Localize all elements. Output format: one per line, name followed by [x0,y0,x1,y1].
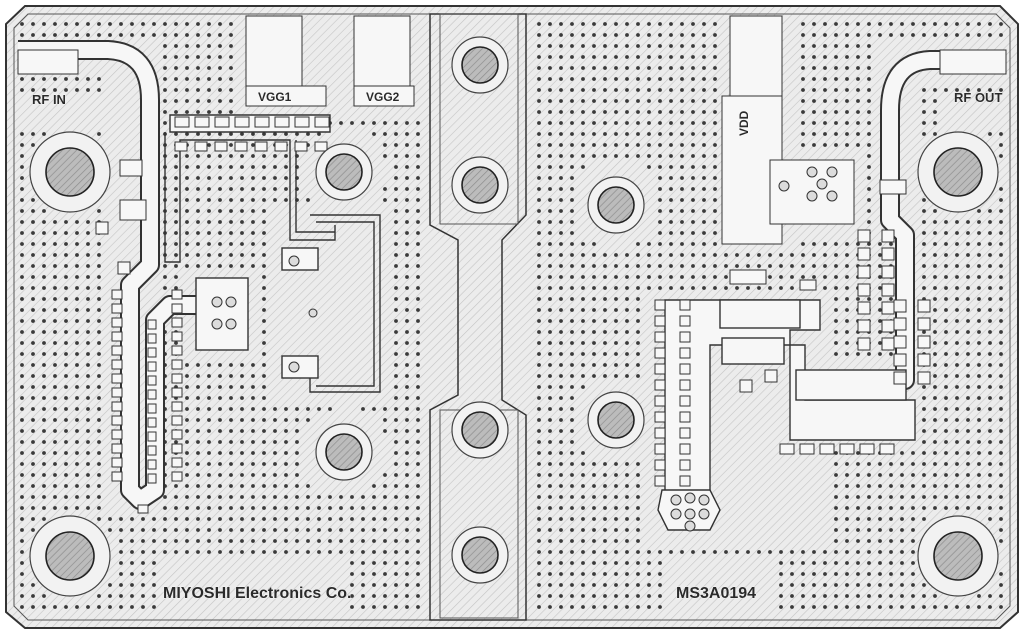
mounting-hole [587,391,645,449]
mounting-hole [29,131,111,213]
via-field [20,22,1003,609]
bias-network-left [164,114,381,393]
mounting-hole [917,131,999,213]
vgg1-label: VGG1 [258,90,292,104]
vdd-label: VDD [737,110,751,136]
mounting-holes [29,36,999,597]
mounting-hole [315,423,373,481]
mounting-hole [451,156,509,214]
mounting-hole [451,526,509,584]
vgg2-pad [353,15,415,107]
mounting-hole [315,143,373,201]
mounting-hole [451,36,509,94]
board-inner-edge [13,13,1011,621]
rf-in-label: RF IN [32,92,66,107]
mounting-hole [29,515,111,597]
vgg2-label: VGG2 [366,90,400,104]
mounting-hole [917,515,999,597]
rf-output-trace [790,49,1007,390]
part-number-label: MS3A0194 [676,585,756,602]
component-pads [95,116,931,532]
mounting-hole [587,176,645,234]
manufacturer-label: MIYOSHI Electronics Co. [163,585,351,602]
mounting-hole [451,401,509,459]
rf-out-label: RF OUT [954,90,1002,105]
vgg1-pad [245,15,327,107]
rf-input-trace [17,40,210,510]
